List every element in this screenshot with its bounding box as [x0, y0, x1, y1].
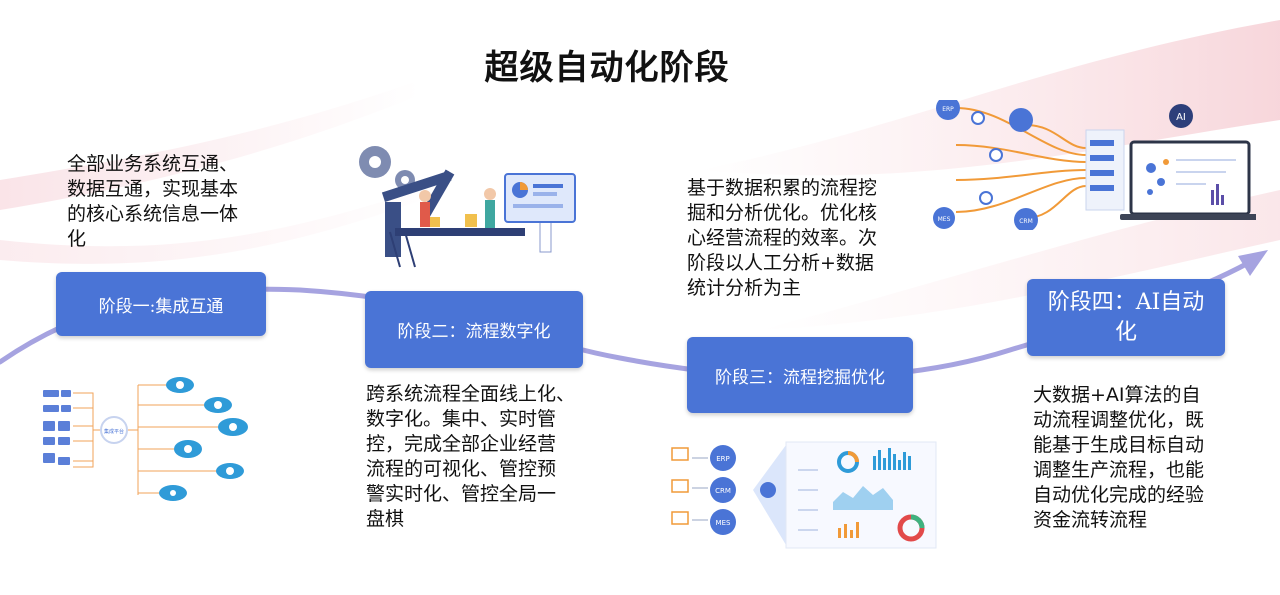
stage-4-description: 大数据+AI算法的自 动流程调整优化，既 能基于生成目标自动 调整生产流程，也能…: [1033, 384, 1205, 531]
system-nodes: [710, 445, 736, 535]
stage-2-label: 阶段二：流程数字化: [397, 322, 551, 342]
process-mining-illustration: ERP CRM MES: [671, 441, 937, 549]
ai-badge-label: AI: [1176, 112, 1186, 123]
stage-1-label: 阶段一:集成互通: [98, 296, 224, 317]
page-title: 超级自动化阶段: [484, 48, 730, 88]
system-label-erp: ERP: [716, 455, 730, 463]
integration-hub-label: 集成平台: [104, 428, 124, 435]
swoosh-right: [700, 20, 1280, 176]
server-icons: [43, 390, 71, 465]
swoosh-left-2: [0, 180, 450, 264]
data-lines: [955, 107, 1087, 219]
system-label-mes: MES: [716, 519, 731, 527]
integration-network-illustration: 集成平台: [43, 377, 248, 501]
system-node-icons: [933, 100, 1038, 230]
ladder-icon: [389, 231, 416, 268]
dashboard-charts: [798, 448, 925, 542]
stage-3-label: 阶段三：流程挖掘优化: [715, 367, 885, 388]
cloud-icons: [159, 377, 248, 501]
swoosh-left: [0, 80, 420, 210]
stage-1-description: 全部业务系统互通、 数据互通，实现基本 的核心系统信息一体 化: [67, 153, 239, 250]
stage-4-box[interactable]: 阶段四：AI自动 化: [1027, 279, 1225, 356]
integration-hub: [100, 416, 128, 444]
swoosh-right-2: [760, 190, 1280, 330]
ai-system-label-erp: ERP: [942, 106, 954, 113]
ai-platform-illustration: ERP MES CRM AI: [933, 100, 1256, 230]
ai-badge-icon: [1169, 104, 1193, 128]
conveyor-table: [395, 228, 525, 236]
stage-2-box[interactable]: 阶段二：流程数字化: [365, 291, 583, 368]
system-label-crm: CRM: [715, 487, 731, 495]
boxes-icon: [430, 214, 477, 227]
ai-system-label-crm: CRM: [1019, 218, 1033, 225]
dashboard-screen-icon: [504, 173, 576, 223]
stage-2-description: 跨系统流程全面线上化、 数字化。集中、实时管 控，完成全部企业经营 流程的可视化…: [366, 383, 576, 530]
robot-factory-illustration: [359, 146, 576, 268]
process-hub-icon: [760, 482, 776, 498]
laptop-icons: [671, 447, 689, 525]
stage-3-box[interactable]: 阶段三：流程挖掘优化: [687, 337, 913, 413]
curve-arrowhead: [1238, 250, 1268, 276]
stage-1-box[interactable]: 阶段一:集成互通: [56, 272, 266, 336]
connector-lines: [73, 384, 223, 495]
stage-4-label: 阶段四：AI自动 化: [1047, 289, 1205, 345]
laptop-dashboard-icon: [1120, 140, 1256, 220]
ai-system-label-mes: MES: [938, 216, 951, 223]
stage-3-description: 基于数据积累的流程挖 掘和分析优化。优化核 心经营流程的效率。次 阶段以人工分析…: [687, 177, 878, 299]
